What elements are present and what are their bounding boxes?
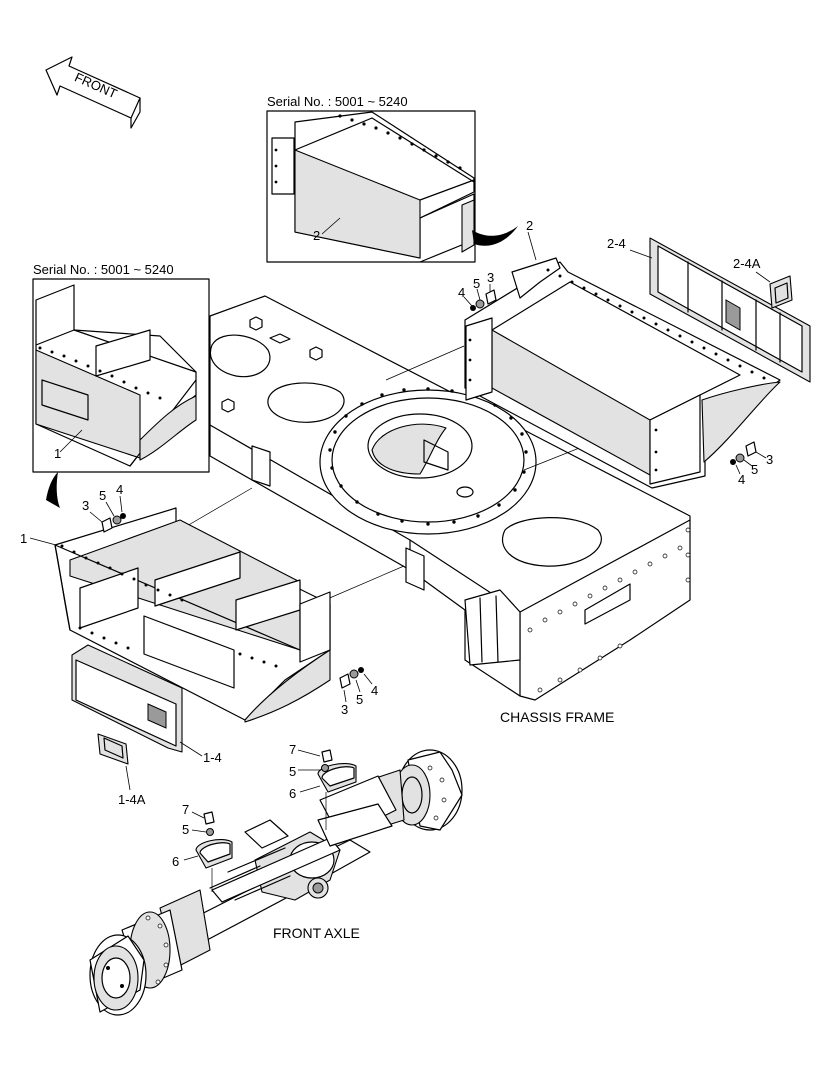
label-right-weight: 2: [526, 218, 533, 233]
label-right-cover: 2-4: [607, 236, 626, 251]
label-axle-bolt-b: 7: [182, 802, 189, 817]
label-right-cover-handle: 2-4A: [733, 256, 761, 271]
left-cover-plate: 1-4: [71, 644, 222, 765]
label-rt-washer: 5: [473, 276, 480, 291]
inset-top-part-label: 2: [313, 228, 320, 243]
inset-left-part-label: 1: [54, 446, 61, 461]
label-rt-bolt: 3: [487, 270, 494, 285]
label-lb-lockwasher: 4: [371, 683, 378, 698]
chassis-frame-label: CHASSIS FRAME: [500, 709, 614, 725]
label-axle-bolt-a: 7: [289, 742, 296, 757]
inset-top-serial-text: Serial No. : 5001 ~ 5240: [267, 94, 408, 109]
right-counterweight: 2: [464, 218, 781, 489]
axle-plate-upper: 7 5 6: [289, 742, 357, 830]
label-rb-lockwasher: 4: [738, 472, 745, 487]
left-top-fasteners: 3 5 4: [82, 482, 126, 533]
front-axle: FRONT AXLE: [89, 749, 463, 1016]
right-cover-plate: 2-4: [607, 236, 811, 383]
front-axle-label: FRONT AXLE: [273, 925, 360, 941]
label-axle-washer-b: 5: [182, 822, 189, 837]
inset-left-pointer-icon: [46, 472, 60, 508]
label-left-weight: 1: [20, 531, 27, 546]
label-rb-bolt: 3: [766, 452, 773, 467]
inset-top-pointer-icon: [472, 226, 518, 246]
right-cover-handle: 2-4A: [733, 256, 793, 309]
label-lt-lockwasher: 4: [116, 482, 123, 497]
right-bottom-fasteners: 3 5 4: [730, 441, 773, 487]
right-top-fasteners: 3 5 4: [458, 270, 497, 311]
label-left-cover: 1-4: [203, 750, 222, 765]
label-lt-bolt: 3: [82, 498, 89, 513]
axle-plate-lower: 7 5 6: [172, 802, 233, 892]
front-arrow-icon: FRONT: [45, 56, 141, 129]
label-left-cover-handle: 1-4A: [118, 792, 146, 807]
inset-left-serial-text: Serial No. : 5001 ~ 5240: [33, 262, 174, 277]
label-lb-washer: 5: [356, 692, 363, 707]
label-rt-lockwasher: 4: [458, 285, 465, 300]
inset-serial-left: Serial No. : 5001 ~ 5240 1: [32, 262, 210, 473]
label-rb-washer: 5: [751, 462, 758, 477]
left-counterweight: 1: [20, 507, 331, 723]
left-bottom-fasteners: 3 5 4: [339, 667, 378, 717]
inset-serial-top: Serial No. : 5001 ~ 5240 2: [266, 94, 476, 263]
label-lb-bolt: 3: [341, 702, 348, 717]
label-axle-washer-a: 5: [289, 764, 296, 779]
label-lt-washer: 5: [99, 488, 106, 503]
chassis-frame: CHASSIS FRAME: [209, 295, 691, 725]
label-axle-plate-a: 6: [289, 786, 296, 801]
left-cover-handle: 1-4A: [97, 733, 146, 807]
label-axle-plate-b: 6: [172, 854, 179, 869]
